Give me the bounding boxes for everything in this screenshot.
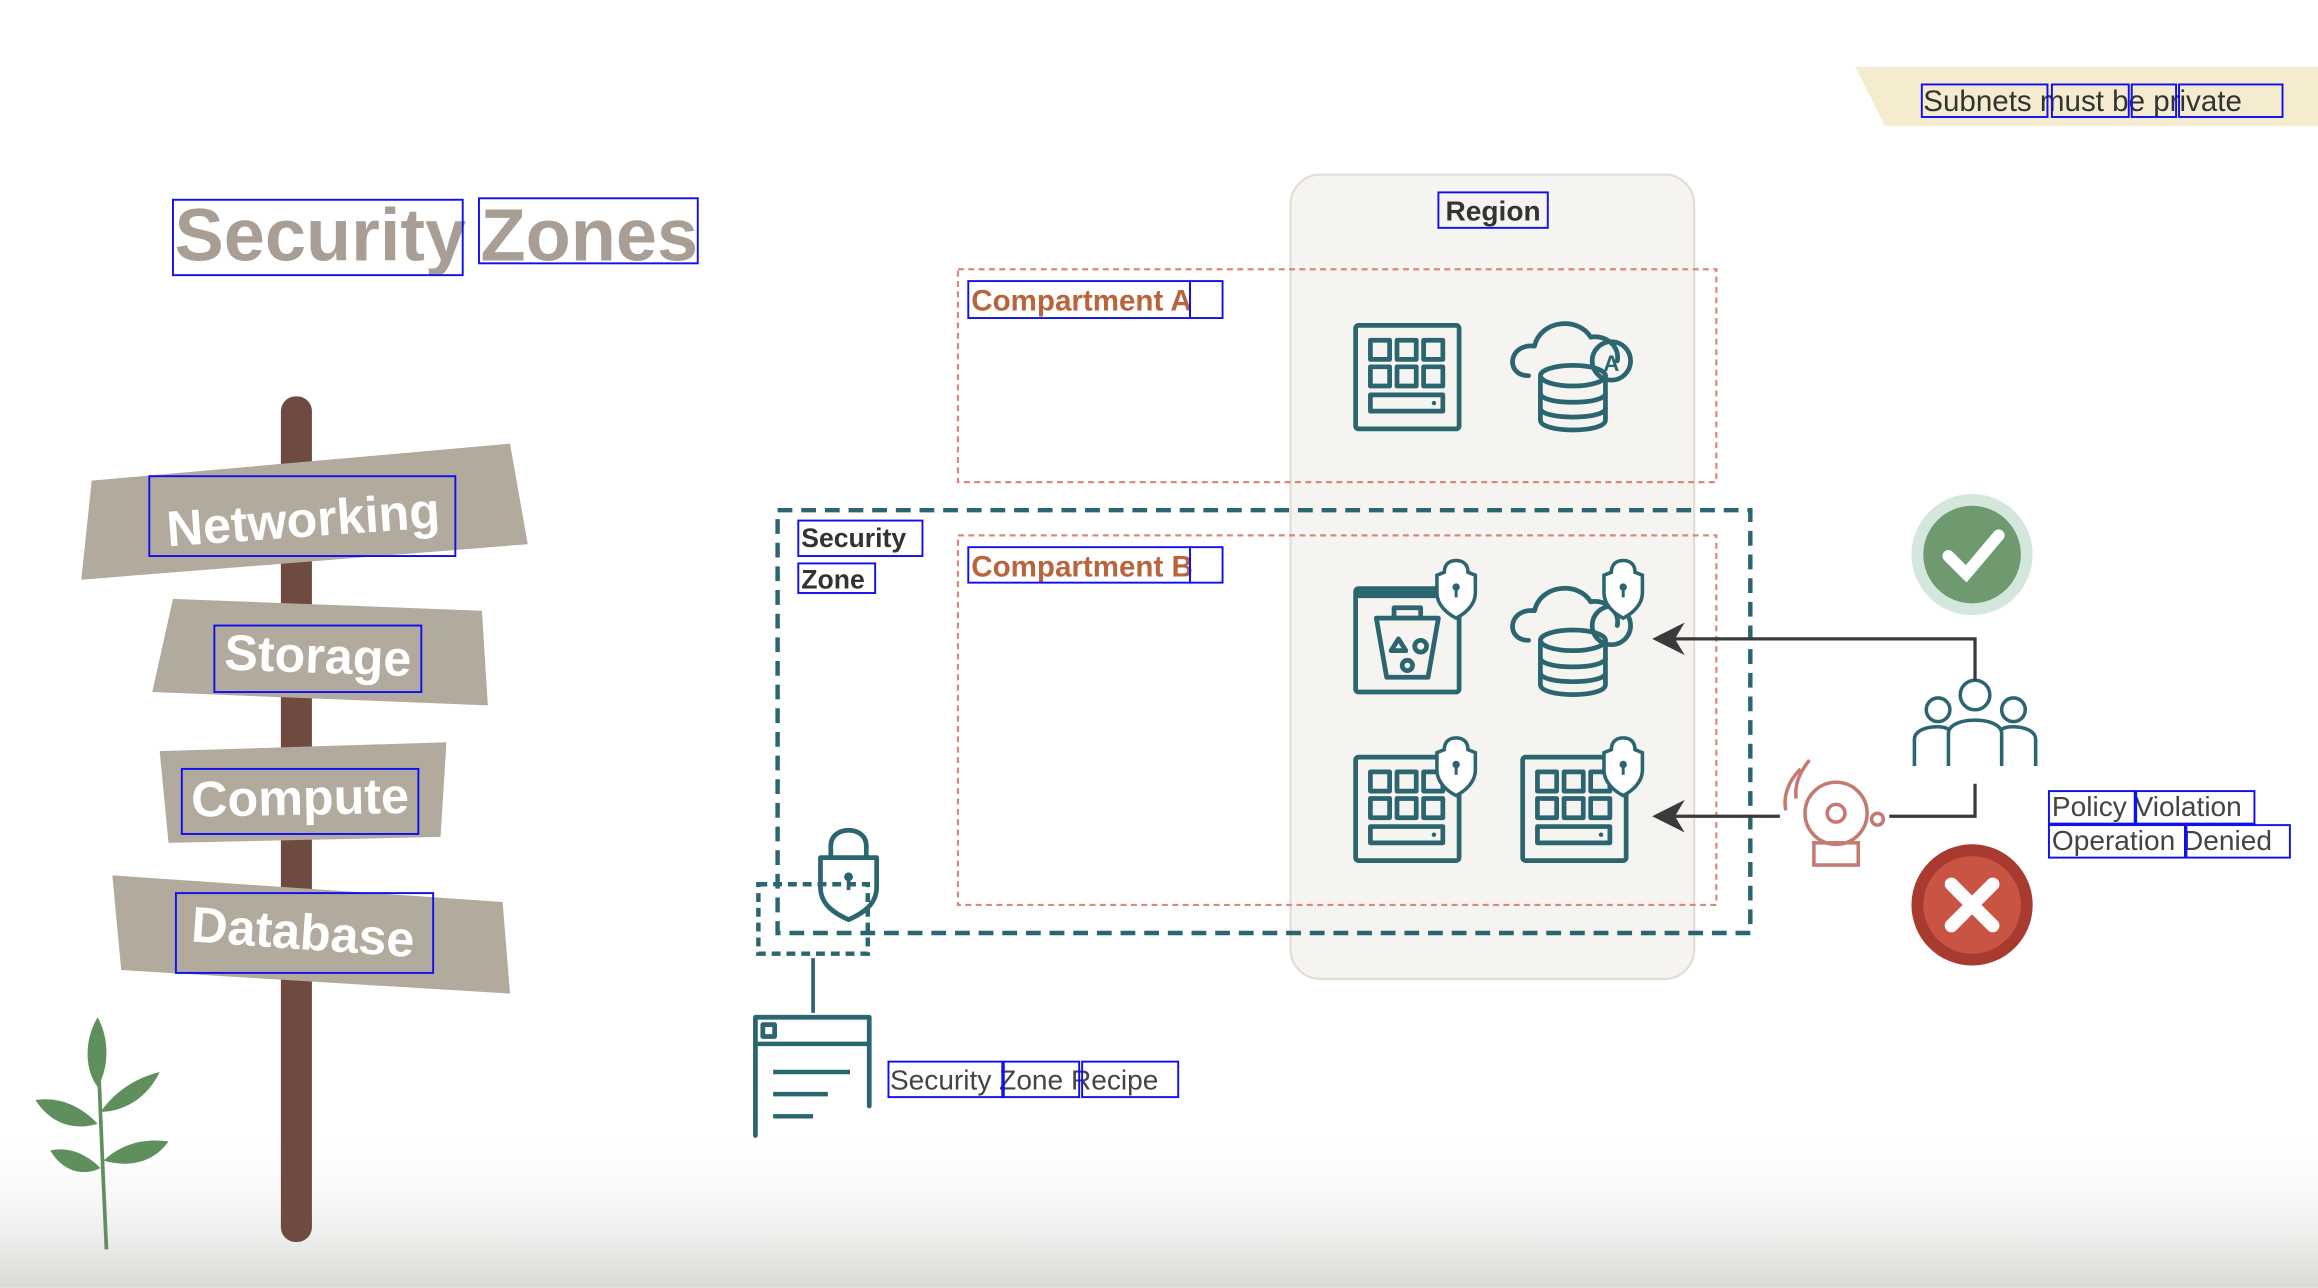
denied-x-icon [1911,844,2033,966]
security-zone-label: Security [801,523,906,553]
security-zone-recipe-label: Security Zone Recipe [890,1065,1158,1096]
banner: Subnets must be private [1855,66,2318,126]
ground-background [0,1123,2318,1288]
compartment-b: Compartment B [956,534,1718,907]
page-title: Security Zones [172,193,699,276]
object-storage-bucket-icon [1353,586,1462,695]
policy-violation-label: Policy Violation [2052,791,2242,822]
operation-denied-label: Operation Denied [2052,825,2272,856]
security-zone-box: Security Zone [756,507,1753,956]
banner-text: Subnets must be private [1923,85,2242,118]
compartment-a: Compartment A A [956,268,1718,484]
approved-check-icon [1911,493,2033,616]
arrow-allowed [1652,622,1977,681]
signpost: Networking Storage Compute Database [81,396,528,1242]
sign-compute: Compute [159,742,447,843]
svg-text:Storage: Storage [223,625,412,687]
compartment-b-label: Compartment B [971,551,1193,584]
connector-denied [1889,783,1977,818]
security-zone-label-2: Zone [801,565,865,595]
svg-text:A: A [1603,351,1619,376]
padlock-icon [818,828,880,923]
sign-networking: Networking [81,443,528,580]
sign-storage: Storage [152,598,488,706]
region-label: Region [1446,195,1541,226]
svg-text:Compute: Compute [191,768,410,828]
title-word-security: Security [174,193,466,276]
sign-database: Database [112,875,511,994]
plant-illustration [35,1017,169,1250]
users-group-icon [1912,678,2038,766]
compartment-a-label: Compartment A [971,285,1192,318]
recipe-document-icon [753,1014,872,1138]
alarm-bell-icon [1783,758,1886,867]
